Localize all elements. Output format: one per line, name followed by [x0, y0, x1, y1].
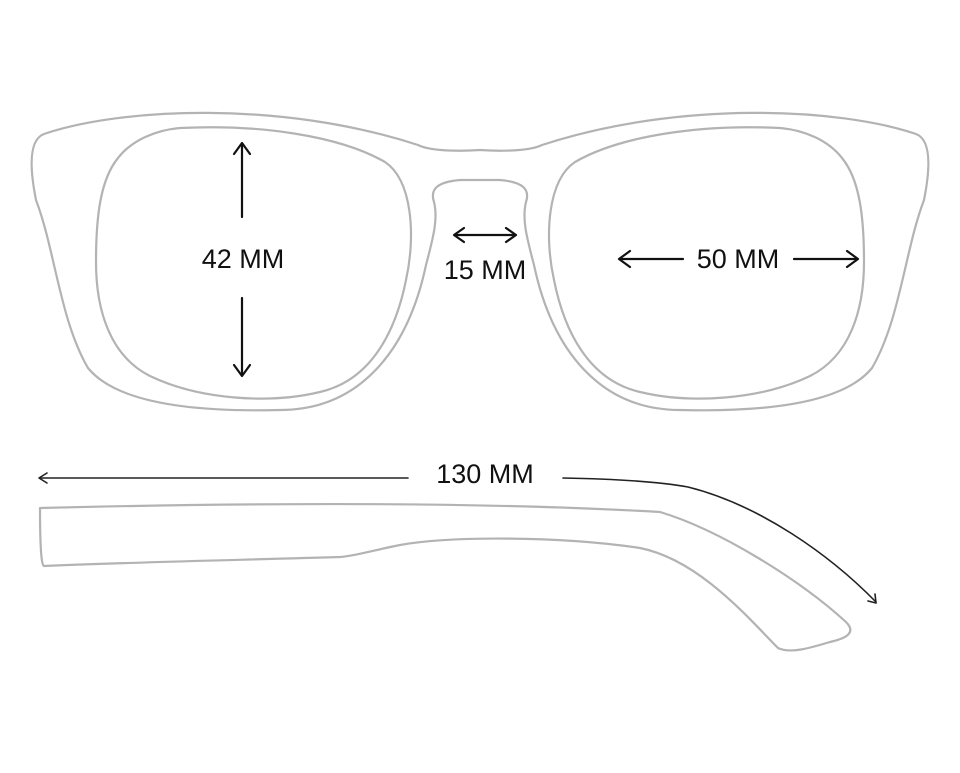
arrow-down-right-icon: [867, 593, 877, 604]
arrow-up-icon: [232, 141, 252, 156]
bridge-width-label: 15 MM: [444, 255, 527, 285]
lens-width-dimension: 50 MM: [617, 244, 860, 274]
arrow-left-icon: [452, 226, 466, 244]
arrow-right-icon: [845, 249, 860, 269]
bridge-width-dimension: 15 MM: [444, 226, 527, 285]
arrow-down-icon: [232, 363, 252, 378]
temple-arm-side-view: [38, 502, 852, 652]
frame-outline: [30, 111, 930, 412]
temple-arm-outline: [38, 502, 852, 652]
frame-front-view: [30, 111, 930, 412]
arrow-left-icon: [38, 472, 48, 484]
lens-width-label: 50 MM: [697, 244, 780, 274]
arrow-left-icon: [617, 249, 632, 269]
temple-arrow-curve-right: [562, 477, 877, 603]
temple-length-dimension: 130 MM: [38, 459, 877, 604]
lens-height-label: 42 MM: [202, 244, 285, 274]
arrow-right-icon: [504, 226, 518, 244]
temple-length-label: 130 MM: [436, 459, 534, 489]
lens-height-dimension: 42 MM: [202, 141, 285, 378]
right-lens-outline: [547, 126, 866, 400]
left-lens-outline: [94, 126, 413, 400]
